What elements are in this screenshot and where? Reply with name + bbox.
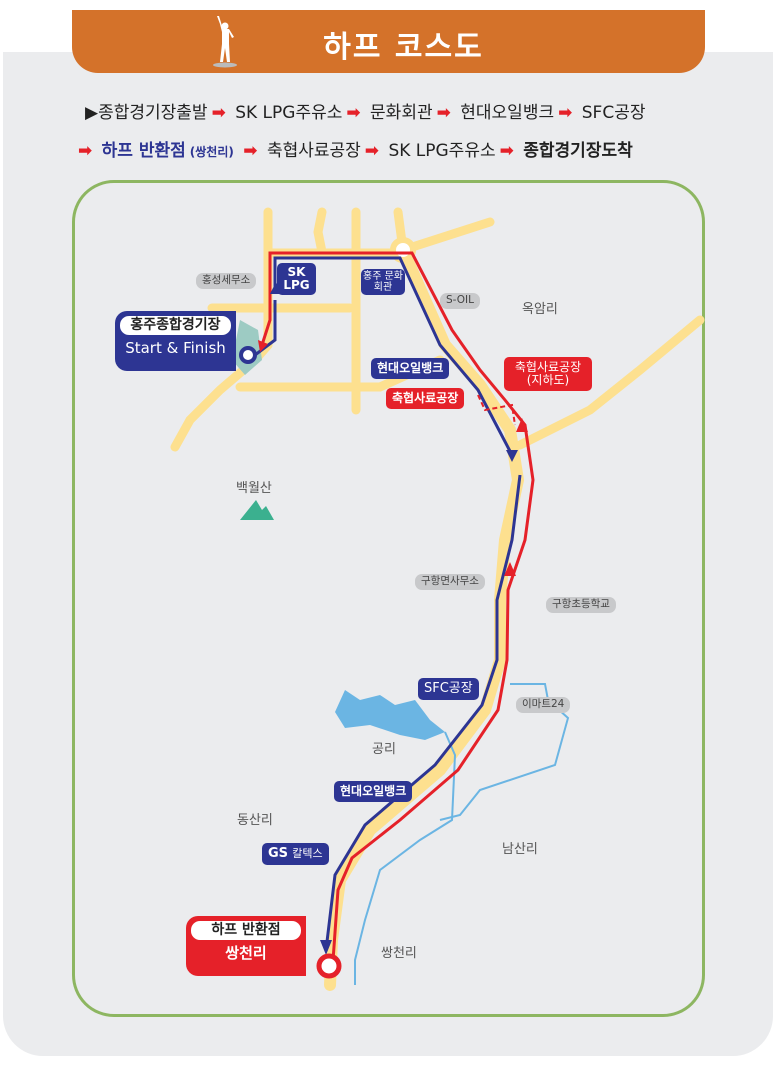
arrow-icon: ➡ xyxy=(346,103,361,123)
marker-gs-caltex: GS 칼텍스 xyxy=(262,843,329,866)
start-sub: Start & Finish xyxy=(125,339,226,358)
landmark-tax-office: 홍성세무소 xyxy=(196,273,257,289)
landmark-emart24: 이마트24 xyxy=(516,697,571,713)
outbound-route xyxy=(273,256,514,456)
seq-item: 종합경기장도착 xyxy=(523,141,633,161)
marker-chukhyup-1: 축협사료공장 xyxy=(386,388,465,410)
label-sub: 칼텍스 xyxy=(292,847,323,860)
seq-item: SFC공장 xyxy=(581,103,646,123)
arrow-icon: ➡ xyxy=(558,103,573,123)
arrow-icon xyxy=(258,340,268,352)
turnaround-label: 하프 반환점 쌍천리 xyxy=(186,916,306,976)
start-point-icon xyxy=(239,346,257,364)
turnaround-icon xyxy=(316,953,342,979)
streams xyxy=(354,683,570,985)
marker-hyundai-oilbank-2: 현대오일뱅크 xyxy=(334,781,413,803)
mountain-icon xyxy=(240,500,274,520)
seq-turnaround-sub: (쌍천리) xyxy=(189,145,234,159)
place-okam: 옥암리 xyxy=(522,302,558,317)
arrow-icon xyxy=(504,562,516,576)
arrow-icon xyxy=(320,940,332,955)
course-sequence-line2: ➡ 하프 반환점(쌍천리) ➡ 축협사료공장➡ SK LPG주유소➡ 종합경기장… xyxy=(78,136,637,161)
place-dongsan: 동산리 xyxy=(237,813,273,828)
course-sequence-line1: ▶종합경기장출발➡ SK LPG주유소➡ 문화회관➡ 현대오일뱅크➡ SFC공장 xyxy=(85,98,650,123)
seq-item: ▶종합경기장출발 xyxy=(85,103,208,123)
arrow-icon: ➡ xyxy=(211,103,226,123)
place-ssangcheon: 쌍천리 xyxy=(381,946,417,961)
marker-hyundai-oilbank-1: 현대오일뱅크 xyxy=(371,358,450,380)
start-name: 홍주종합경기장 xyxy=(120,316,231,336)
map-frame xyxy=(72,180,705,1017)
seq-item: SK LPG주유소 xyxy=(388,141,496,161)
seq-item: 현대오일뱅크 xyxy=(460,103,555,123)
marker-chukhyup-underpass: 축협사료공장(지하도) xyxy=(504,357,592,392)
landmark-gu-school: 구항초등학교 xyxy=(546,597,616,613)
arrow-icon: ➡ xyxy=(243,141,258,161)
seq-turnaround: 하프 반환점 xyxy=(101,141,186,161)
lake xyxy=(335,690,445,740)
marker-sfc: SFC공장 xyxy=(418,678,479,701)
turnaround-name: 하프 반환점 xyxy=(191,921,301,941)
arrow-icon: ➡ xyxy=(364,141,380,161)
seq-item: SK LPG주유소 xyxy=(235,103,343,123)
label: 축협사료공장 xyxy=(514,360,582,374)
marker-sk-lpg: SK LPG xyxy=(277,263,316,296)
marker-culture-center: 홍주 문화회관 xyxy=(361,269,405,295)
start-finish-label: 홍주종합경기장 Start & Finish xyxy=(115,311,236,371)
arrow-icon: ➡ xyxy=(436,103,451,123)
landmark-s-oil: S-OIL xyxy=(440,293,480,309)
roundabout xyxy=(390,237,416,263)
label-sub: (지하도) xyxy=(526,373,570,388)
label: GS xyxy=(268,846,289,861)
outbound-route-south xyxy=(324,474,522,951)
page-title: 하프 코스도 xyxy=(323,30,484,65)
background xyxy=(3,52,773,1056)
header-banner: 하프 코스도 xyxy=(72,10,705,73)
landmark-gu-office: 구항면사무소 xyxy=(415,574,485,590)
underpass-route xyxy=(477,394,516,426)
seq-item: 축협사료공장 xyxy=(266,141,361,161)
place-namsan: 남산리 xyxy=(502,842,538,857)
runner-icon xyxy=(213,16,237,68)
arrow-icon: ➡ xyxy=(499,141,514,161)
arrow-icon xyxy=(516,418,528,432)
place-baekwolsan: 백월산 xyxy=(236,481,272,496)
return-route xyxy=(260,251,535,976)
arrow-icon: ➡ xyxy=(78,141,93,161)
seq-item: 문화회관 xyxy=(370,103,433,123)
place-gongri: 공리 xyxy=(372,742,396,757)
turnaround-sub: 쌍천리 xyxy=(225,944,267,963)
arrow-icon xyxy=(506,450,518,462)
